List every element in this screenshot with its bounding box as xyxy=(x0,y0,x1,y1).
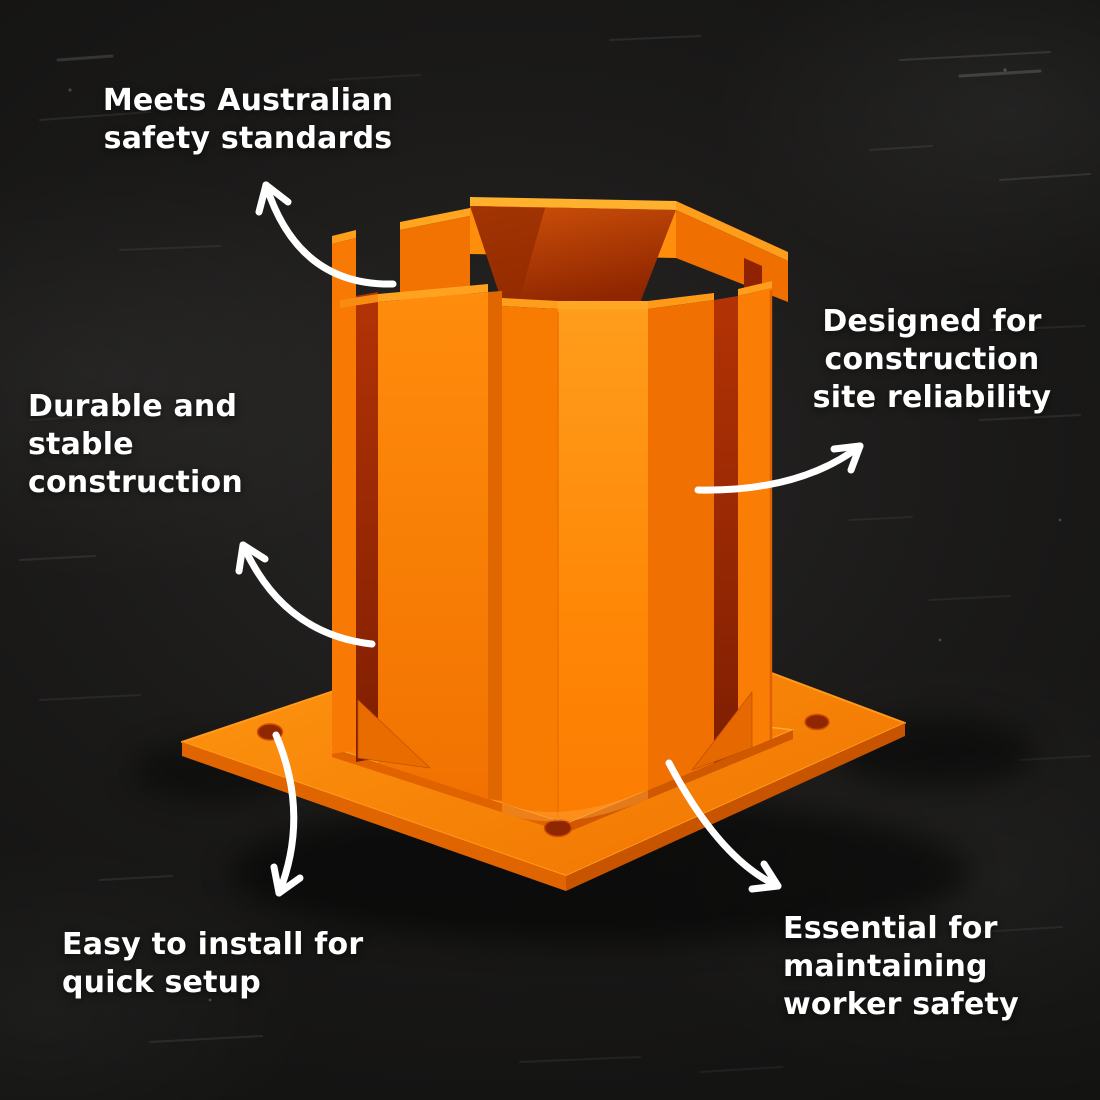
arrow-durable xyxy=(235,541,376,648)
fin-right xyxy=(648,300,714,790)
post-socket-top xyxy=(400,197,788,310)
bolt-hole xyxy=(543,818,573,838)
callout-site-reliability: Designed for construction site reliabili… xyxy=(812,304,1052,415)
fin-left xyxy=(378,292,488,799)
column-face-right xyxy=(558,309,648,820)
post-column xyxy=(332,230,773,822)
arrow-reliability xyxy=(694,442,864,494)
gusset xyxy=(691,691,753,771)
fin-right-outer xyxy=(738,288,772,753)
callout-easy-install: Easy to install for quick setup xyxy=(62,927,364,1000)
arrow-safety xyxy=(665,759,782,893)
chalk-texture xyxy=(19,35,1091,1073)
callout-durable-construction: Durable and stable construction xyxy=(28,389,243,500)
gusset xyxy=(357,699,431,769)
arrow-install xyxy=(270,731,304,897)
base-plate-step-edge xyxy=(332,748,566,833)
bolt-hole xyxy=(804,713,830,731)
callout-arrows xyxy=(235,181,864,897)
base-plate-edge xyxy=(566,723,905,891)
base-plate-edge xyxy=(182,742,566,891)
arrow-standards xyxy=(255,181,397,288)
callout-meets-standards: Meets Australian safety standards xyxy=(102,83,394,156)
column-face-left xyxy=(502,306,558,820)
fin-left-outer xyxy=(332,238,356,754)
callout-worker-safety: Essential for maintaining worker safety xyxy=(783,911,1019,1022)
